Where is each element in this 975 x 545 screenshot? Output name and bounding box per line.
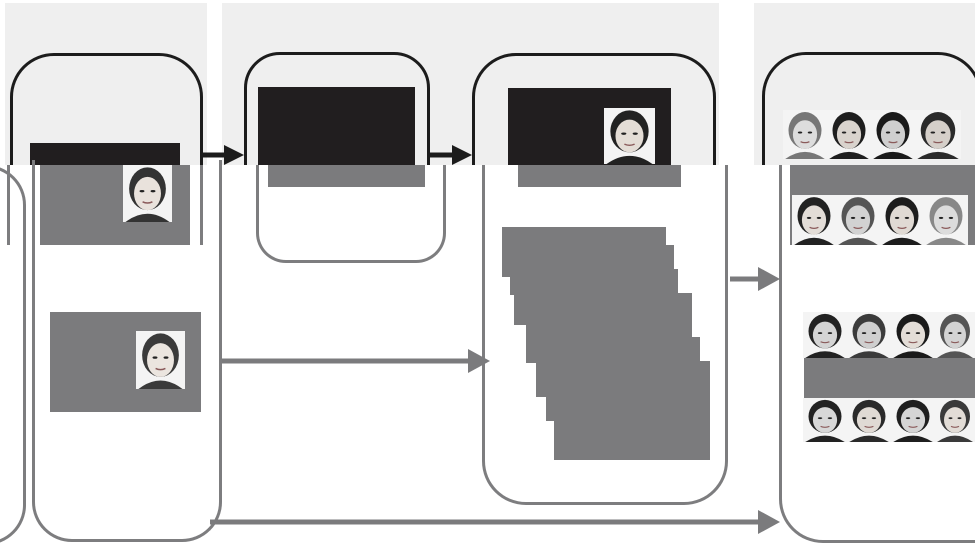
arrow-stage3-to-stage4: [730, 267, 780, 291]
arrow-stage2-to-stage3: [430, 145, 472, 165]
arrow-stage1-to-stage2: [203, 145, 244, 165]
arrow-stage1-to-stage3: [222, 349, 490, 373]
arrow-stage1-to-stage4: [210, 510, 780, 534]
